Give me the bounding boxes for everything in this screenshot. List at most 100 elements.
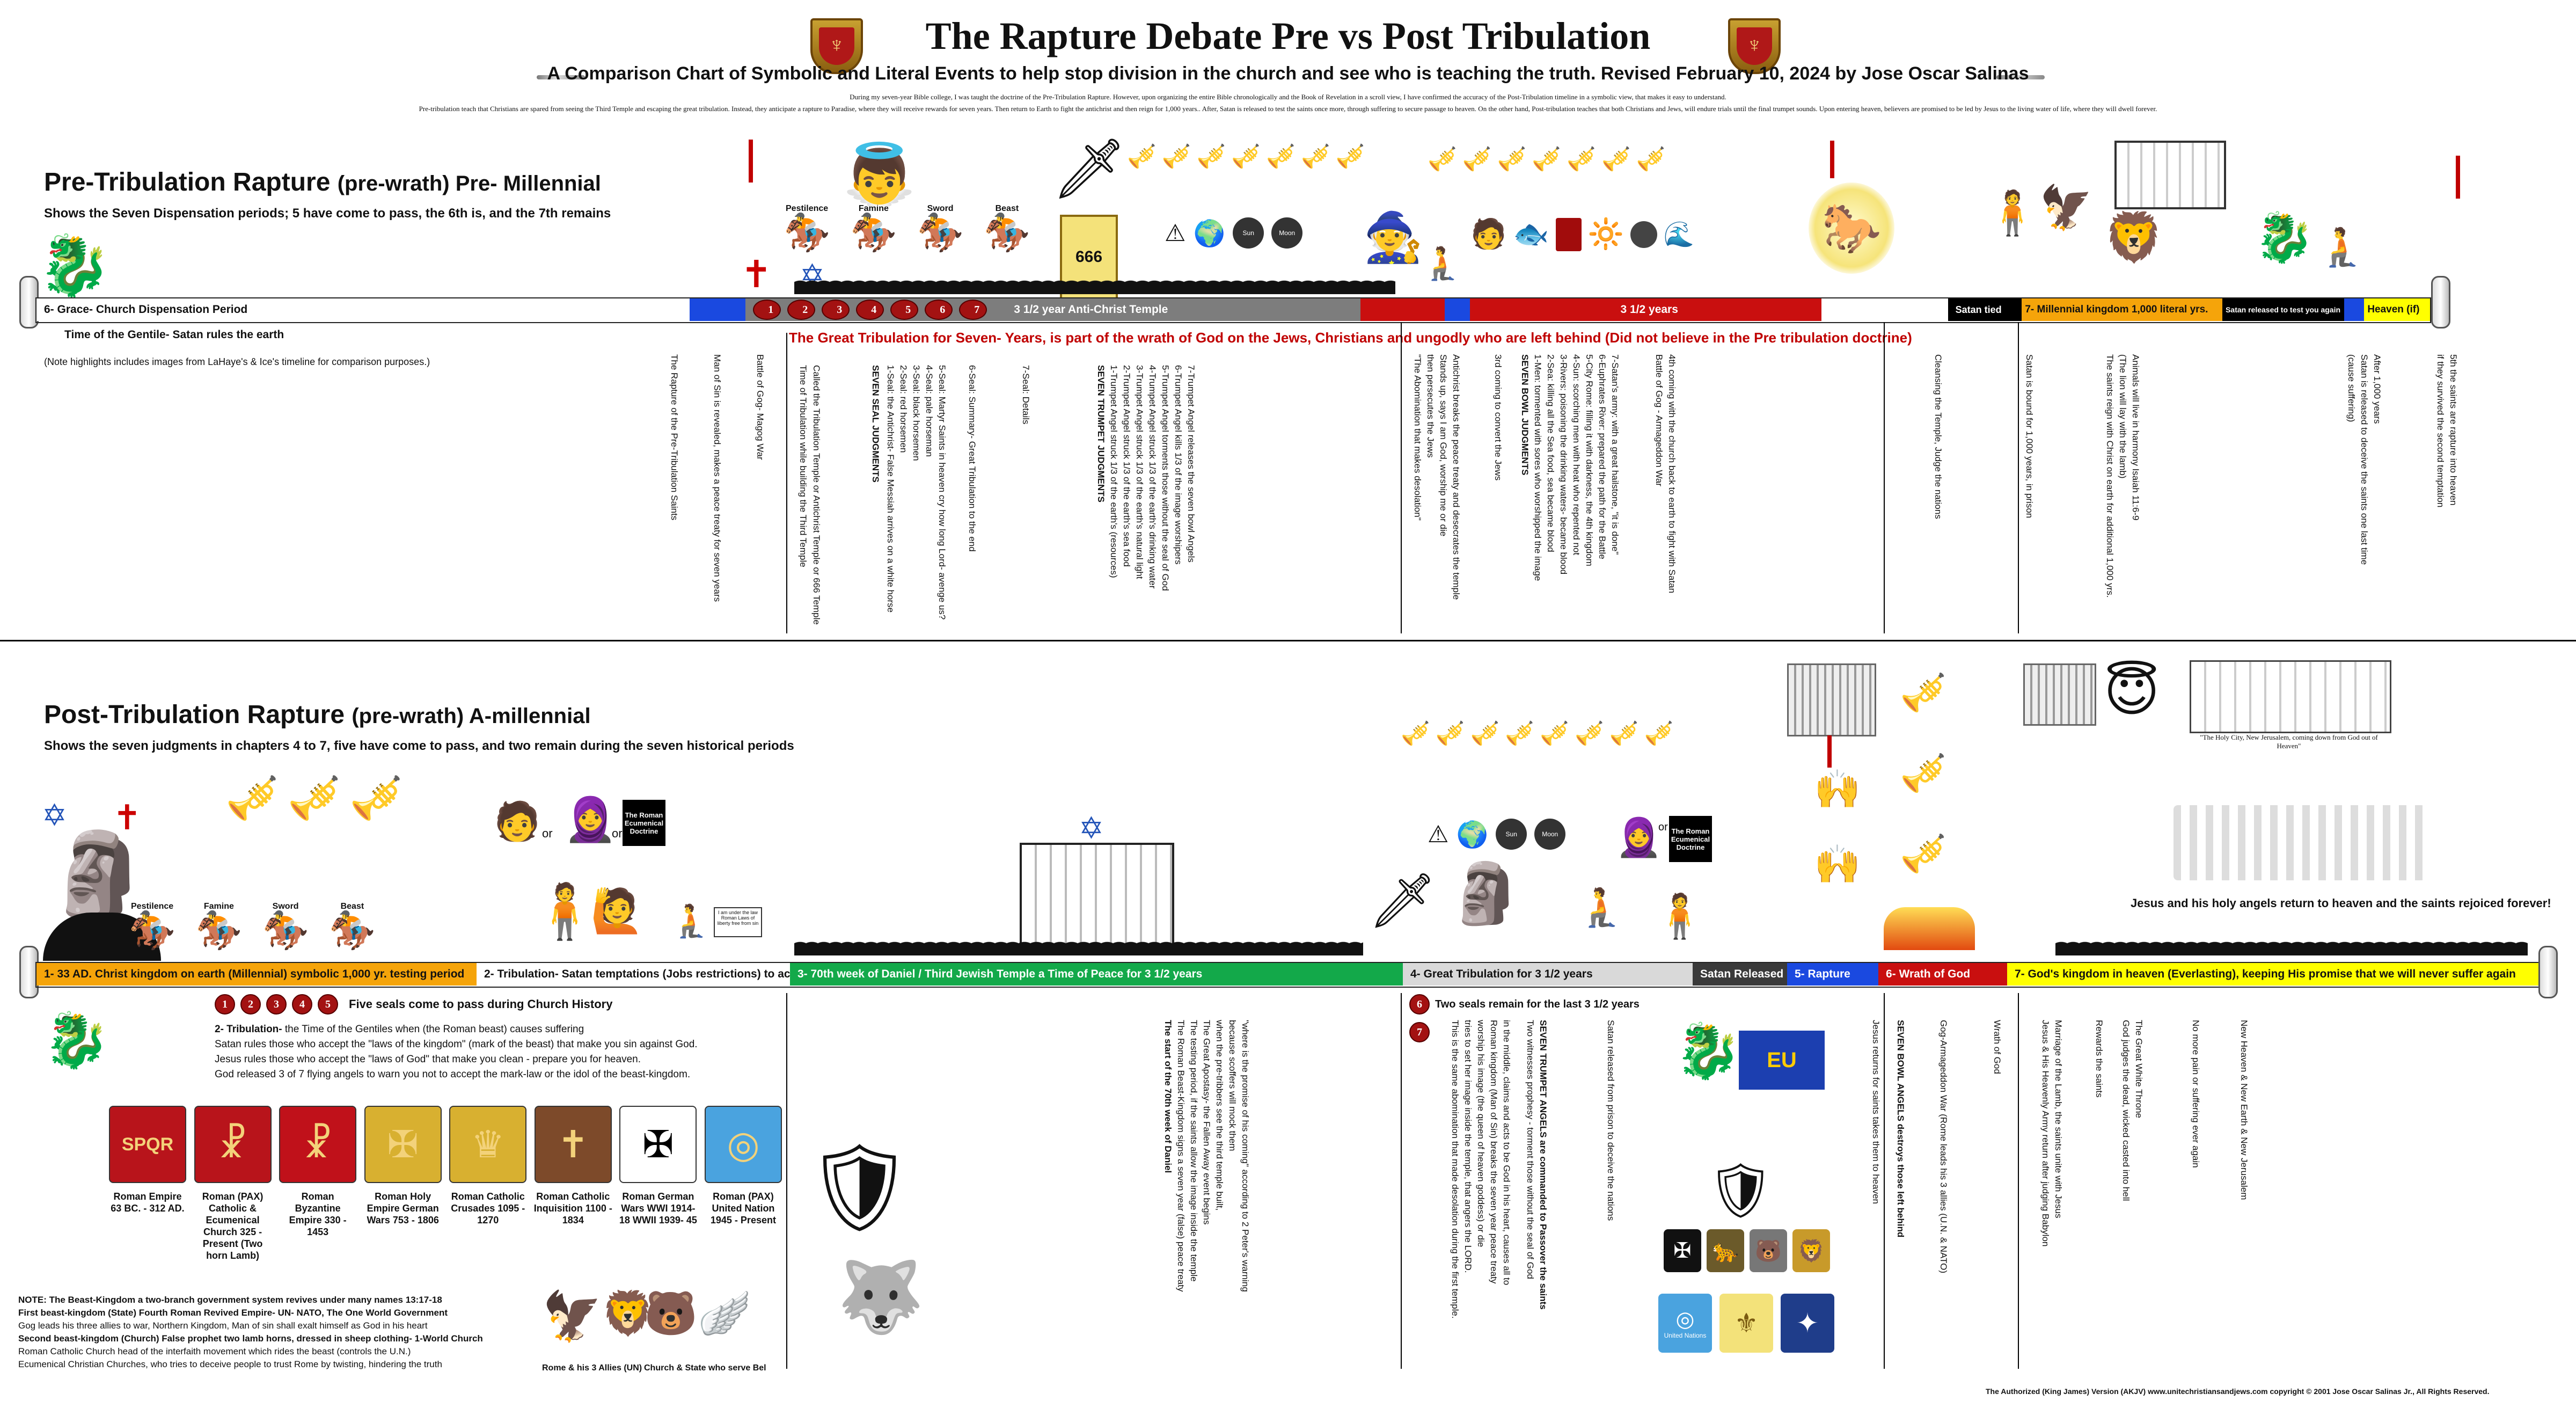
blood-cup-icon [1555, 217, 1582, 251]
vertical-note: 2-Trumpet Angel struck 1/3 of the earth'… [1122, 365, 1132, 567]
seal-badge: 3 [266, 994, 287, 1015]
divider-line [2018, 322, 2019, 633]
rapture-figures-icon: 👼 [843, 141, 916, 207]
empire-item: ✠Roman Holy Empire German Wars 753 - 180… [363, 1106, 443, 1261]
seal-badge: 1 [215, 994, 235, 1015]
vertical-note: The Roman Beast-Kingdom signs a seven ye… [1176, 1020, 1186, 1292]
menorah-icon: ♆ [1737, 27, 1772, 65]
star-of-david-icon: ✡ [42, 798, 67, 832]
warning-icon: ⚠ [1165, 220, 1186, 246]
crowd-silhouette [2055, 934, 2528, 955]
vertical-note: 5th the saints are rapture into heaven [2448, 354, 2458, 506]
vertical-note: 6-Trumpet Angel kills 1/3 of the image w… [1173, 365, 1183, 565]
antichrist-figure-icon: 🗡 [1052, 136, 1127, 202]
vertical-note: Satan released from prison to deceive th… [1606, 1020, 1616, 1221]
dragon-icon: 🐉 [43, 1010, 110, 1070]
cherubim-emblem-icon: 🛡 [805, 1139, 914, 1235]
pre-seg-half: 3 1/2 years [1469, 298, 1821, 321]
menorah-icon: ♆ [819, 27, 854, 65]
temple-number: 666 [1075, 248, 1103, 266]
vertical-note: if they survived the second temptation [2435, 354, 2446, 508]
vertical-note: 5-Trumpet Angel torments those without t… [1160, 365, 1170, 591]
or-label: or [1658, 821, 1668, 833]
empire-item: ☧Roman Byzantine Empire 330 - 1453 [277, 1106, 358, 1261]
euphrates-icon: 🌊 [1663, 220, 1695, 248]
trumpet-angel-icon: 🎺 [1470, 720, 1500, 747]
seal-badge: 7 [1409, 1022, 1430, 1042]
bowl-angel-icon: 🎺 [1532, 146, 1562, 172]
post-seg-8: 7- God's kingdom in heaven (Everlasting)… [2007, 963, 2538, 986]
trumpet-angel-icon: 🎺 [1300, 143, 1330, 170]
darkness-icon [1630, 221, 1657, 248]
sores-icon: 🧑 [1470, 218, 1507, 250]
seal-badge: 6 [925, 300, 953, 320]
vertical-note: Satan is bound for 1,000 years, in priso… [2024, 354, 2035, 519]
or-label: or [542, 827, 553, 840]
allies-caption: Rome & his 3 Allies (UN) [542, 1363, 642, 1373]
eagle-emblem-icon: 🦅 [542, 1290, 603, 1344]
vertical-note: Antichrist breaks the peace treaty and d… [1451, 354, 1461, 600]
doctrine-box: The Roman Ecumenical Doctrine [1669, 816, 1712, 862]
horseman-famine: Famine🏇 [195, 902, 242, 949]
vertical-note: The testing period, if the saints allow … [1189, 1020, 1199, 1282]
post-two-seals: 6 Two seals remain for the last 3 1/2 ye… [1409, 994, 1640, 1015]
empire-emblem-icon: ◎ [704, 1106, 782, 1183]
divider-line [786, 333, 787, 633]
post-horsemen-row: Pestilence🏇 Famine🏇 Sword🏇 Beast🏇 [129, 902, 376, 949]
note-line: First beast-kingdom (State) Fourth Roman… [18, 1307, 555, 1319]
horse-rider-icon: 🏇 [983, 211, 1030, 253]
earth-icon: 🌍 [1456, 820, 1489, 849]
bear-emblem-icon: 🐻 [644, 1289, 698, 1337]
un-icon: ◎ [1675, 1308, 1695, 1331]
post-seg-4: 4- Great Tribulation for 3 1/2 years [1403, 963, 1693, 986]
vertical-note: Two witnesses prophesy - torment those w… [1525, 1020, 1535, 1279]
horse-rider-icon: 🏇 [129, 909, 176, 951]
seals-caption: Five seals come to pass during Church Hi… [349, 997, 613, 1011]
vertical-note: Wrath of God [1992, 1020, 2002, 1074]
sun-icon: 🔆 [1587, 218, 1624, 250]
priest-figure-icon: 🧍 [531, 881, 598, 942]
vertical-note: 7-Trumpet Angel releases the seven bowl … [1186, 365, 1196, 563]
trumpet-angel-icon: 🎺 [1401, 720, 1430, 747]
vertical-note: 1-Seal: the Antichrist- False Messiah ar… [885, 365, 896, 613]
horseman-label: Pestilence [131, 902, 174, 911]
seal-badge: 4 [856, 300, 884, 320]
horse-rider-icon: 🏇 [195, 909, 243, 951]
bowl-angel-icon: 🎺 [1900, 833, 1947, 874]
bowl-angel-icon: 🎺 [1497, 146, 1527, 172]
post-seg-2: 2- Tribulation- Satan temptations (Jobs … [477, 963, 790, 986]
horseman-label: Pestilence [786, 204, 829, 213]
trumpet-angel-icon: 🎺 [1231, 143, 1261, 170]
tribulation-text: 2- Tribulation- the Time of the Gentiles… [215, 1022, 784, 1082]
beast-kingdom-note: NOTE: The Beast-Kingdom a two-branch gov… [18, 1294, 555, 1371]
pre-horsemen-row: Pestilence🏇 Famine🏇 Sword🏇 Beast🏇 [784, 204, 1030, 251]
sun-darkened-icon: Sun [1233, 217, 1264, 249]
vertical-note: 7-Seal: Details [1021, 365, 1031, 425]
moon-darkened-icon: Moon [1534, 819, 1566, 850]
post-seg-3: 3- 70th week of Daniel / Third Jewish Te… [790, 963, 1403, 986]
vertical-note: tries to set her image inside the temple… [1463, 1020, 1473, 1273]
flying-angel-icon: 🎺 [225, 774, 279, 822]
tribulation-line: Jesus rules those who accept the "laws o… [215, 1054, 641, 1065]
vertical-note: SEVEN TRUMPET ANGELS are commanded to Pa… [1538, 1020, 1548, 1310]
throne-figure-icon: 🗿 [48, 828, 149, 918]
intro-text: During my seven-year Bible college, I wa… [161, 91, 2415, 115]
horseman-beast: Beast🏇 [329, 902, 376, 949]
shield-emblem-right: ♆ [1728, 18, 1781, 74]
post-seg-1: 1- 33 AD. Christ kingdom on earth (Mille… [36, 963, 477, 986]
note-line-text: NOTE: The Beast-Kingdom a two-branch gov… [18, 1295, 442, 1305]
vertical-note: The start of the 70th week of Daniel [1163, 1020, 1173, 1173]
post-seg-label: 1- 33 AD. Christ kingdom on earth (Mille… [44, 968, 465, 980]
vertical-note: because scoffers will mock them [1227, 1020, 1238, 1151]
pre-seg-label: Heaven (if) [2367, 304, 2420, 315]
seal-badge: 6 [1409, 994, 1430, 1015]
sun-darkened-icon: Sun [1496, 819, 1527, 850]
eu-flag: EU [1739, 1031, 1825, 1090]
pre-seg-satan-tied: Satan tied [1948, 298, 2022, 321]
vertical-note: Called the Tribulation Temple or Antichr… [811, 365, 822, 625]
horseman-label: Sword [927, 204, 954, 213]
pre-title-main: Pre-Tribulation Rapture [44, 168, 331, 196]
empire-item: ♛Roman Catholic Crusades 1095 - 1270 [448, 1106, 528, 1261]
